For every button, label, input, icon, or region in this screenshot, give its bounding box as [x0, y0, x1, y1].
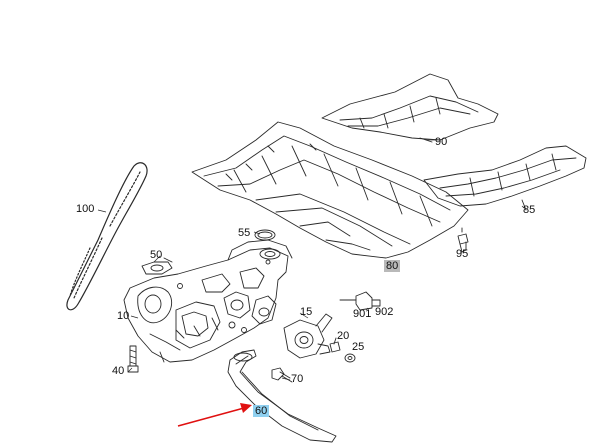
part-100-timing-chain[interactable]	[66, 162, 148, 311]
callout-40[interactable]: 40	[112, 365, 125, 377]
part-901-connector[interactable]	[339, 291, 381, 311]
callout-55[interactable]: 55	[238, 227, 251, 239]
callout-90[interactable]: 90	[435, 136, 448, 148]
callout-100[interactable]: 100	[76, 203, 95, 215]
part-10-oil-pump[interactable]	[123, 239, 293, 363]
part-60-oil-pickup[interactable]	[227, 349, 337, 443]
callout-95[interactable]: 95	[456, 248, 469, 260]
callout-50[interactable]: 50	[150, 249, 163, 261]
callout-85[interactable]: 85	[523, 204, 536, 216]
callout-60-selected[interactable]: 60	[253, 405, 270, 417]
part-40-bolt[interactable]	[127, 345, 139, 373]
part-15-oil-valve[interactable]	[283, 313, 333, 359]
callout-70[interactable]: 70	[291, 373, 304, 385]
part-95-bolt[interactable]	[457, 227, 469, 253]
part-85-shield[interactable]	[423, 145, 587, 211]
callout-901[interactable]: 901	[353, 308, 372, 320]
part-25-fastener[interactable]	[344, 353, 356, 363]
callout-80[interactable]: 80	[384, 260, 401, 272]
part-80-underbody-panel[interactable]	[191, 121, 469, 259]
red-pointer-arrow-icon	[177, 403, 252, 427]
part-90-shield[interactable]	[321, 73, 499, 143]
callout-20[interactable]: 20	[337, 330, 350, 342]
callout-10[interactable]: 10	[117, 310, 130, 322]
callout-15[interactable]: 15	[300, 306, 313, 318]
part-55-o-ring[interactable]	[254, 229, 276, 241]
part-20-fastener[interactable]	[329, 337, 341, 353]
leader-lines	[97, 139, 525, 381]
callout-902[interactable]: 902	[375, 306, 394, 318]
callout-25[interactable]: 25	[352, 341, 365, 353]
